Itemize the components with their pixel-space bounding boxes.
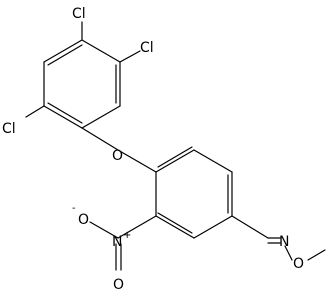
atom-n-nitro: N (112, 234, 122, 250)
bond (81, 127, 119, 151)
bond (81, 39, 121, 63)
atom-o-ether: O (112, 148, 123, 164)
bond (25, 105, 45, 118)
atom-n-oxime: N (279, 234, 289, 250)
charge-o-nitro-left: - (72, 203, 76, 214)
atom-cl-top: Cl (72, 6, 86, 22)
charge-n-nitro: + (123, 230, 131, 241)
bond (155, 215, 195, 239)
atom-o-nitro-bottom: O (113, 277, 124, 293)
bond (193, 215, 233, 239)
bond (43, 105, 83, 129)
bond (157, 212, 193, 234)
bond (307, 249, 326, 261)
atom-cl-left: Cl (2, 121, 16, 137)
atom-o-methoxy: O (293, 256, 304, 272)
bond (81, 105, 121, 129)
atom-labels: Cl Cl Cl O O - N + O N O (2, 6, 304, 293)
atom-o-nitro-left: O (78, 212, 89, 228)
bonds (25, 21, 326, 271)
bond (47, 44, 83, 66)
bond (119, 50, 141, 63)
bond (117, 215, 157, 239)
bond (155, 149, 195, 173)
bond (47, 102, 83, 124)
bond (43, 39, 83, 63)
bond (89, 221, 119, 239)
bond (284, 245, 293, 261)
bond (157, 146, 193, 168)
bond (193, 149, 233, 173)
bond (231, 215, 269, 239)
bond (117, 149, 157, 173)
atom-cl-right: Cl (140, 40, 154, 56)
